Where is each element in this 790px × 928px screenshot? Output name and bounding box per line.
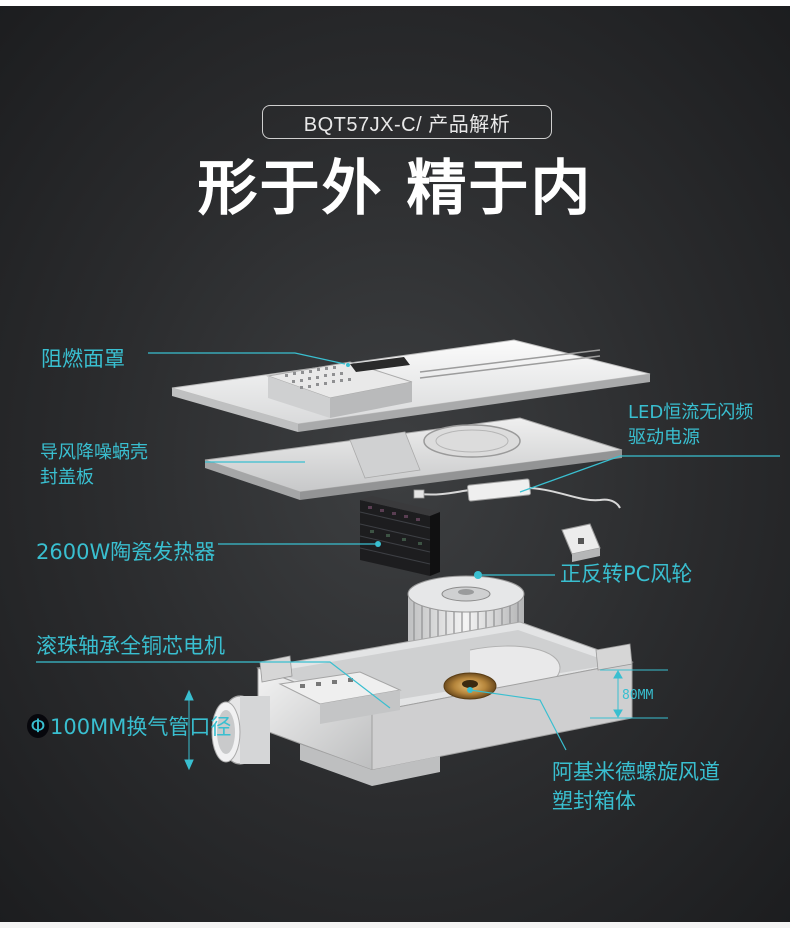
ceramic-heater-part — [359, 496, 440, 576]
label-housing-box-line2: 塑封箱体 — [552, 789, 636, 813]
label-scroll-cover-plate: 导风降噪蜗壳 封盖板 — [40, 440, 148, 490]
label-duct-diameter: 100MM换气管口径 — [50, 715, 232, 739]
label-flame-retardant-panel: 阻燃面罩 — [41, 347, 125, 371]
label-copper-motor: 滚珠轴承全铜芯电机 — [36, 634, 225, 658]
label-housing-box: 阿基米德螺旋风道 塑封箱体 — [552, 758, 720, 816]
label-housing-box-line1: 阿基米德螺旋风道 — [552, 760, 720, 784]
label-pc-fan-wheel: 正反转PC风轮 — [560, 562, 693, 586]
label-led-driver-line1: LED恒流无闪频 — [628, 402, 754, 423]
label-scroll-cover-line1: 导风降噪蜗壳 — [40, 442, 148, 463]
height-dimension-marker — [590, 669, 668, 719]
face-panel-part — [171, 339, 651, 432]
model-tag-text: BQT57JX-C/ 产品解析 — [303, 113, 511, 136]
label-led-driver: LED恒流无闪频 驱动电源 — [628, 400, 753, 450]
leader-dots — [346, 363, 482, 693]
label-ceramic-heater: 2600W陶瓷发热器 — [36, 540, 216, 564]
label-scroll-cover-line2: 封盖板 — [40, 467, 94, 488]
housing-box-part — [211, 621, 634, 786]
led-driver-part — [413, 478, 621, 509]
label-height-dimension: 80MM — [622, 688, 654, 703]
duct-diameter-marker — [184, 689, 194, 771]
bottom-border — [0, 922, 790, 928]
model-tag: BQT57JX-C/ 产品解析 — [262, 105, 552, 139]
phi-symbol-badge: Φ — [27, 714, 49, 738]
scroll-cover-plate-part — [204, 417, 623, 500]
leader-lines — [36, 352, 780, 751]
label-led-driver-line2: 驱动电源 — [628, 427, 700, 448]
terminal-block-part — [561, 523, 601, 562]
top-border — [0, 0, 790, 6]
page-title: 形于外 精于内 — [197, 154, 593, 224]
